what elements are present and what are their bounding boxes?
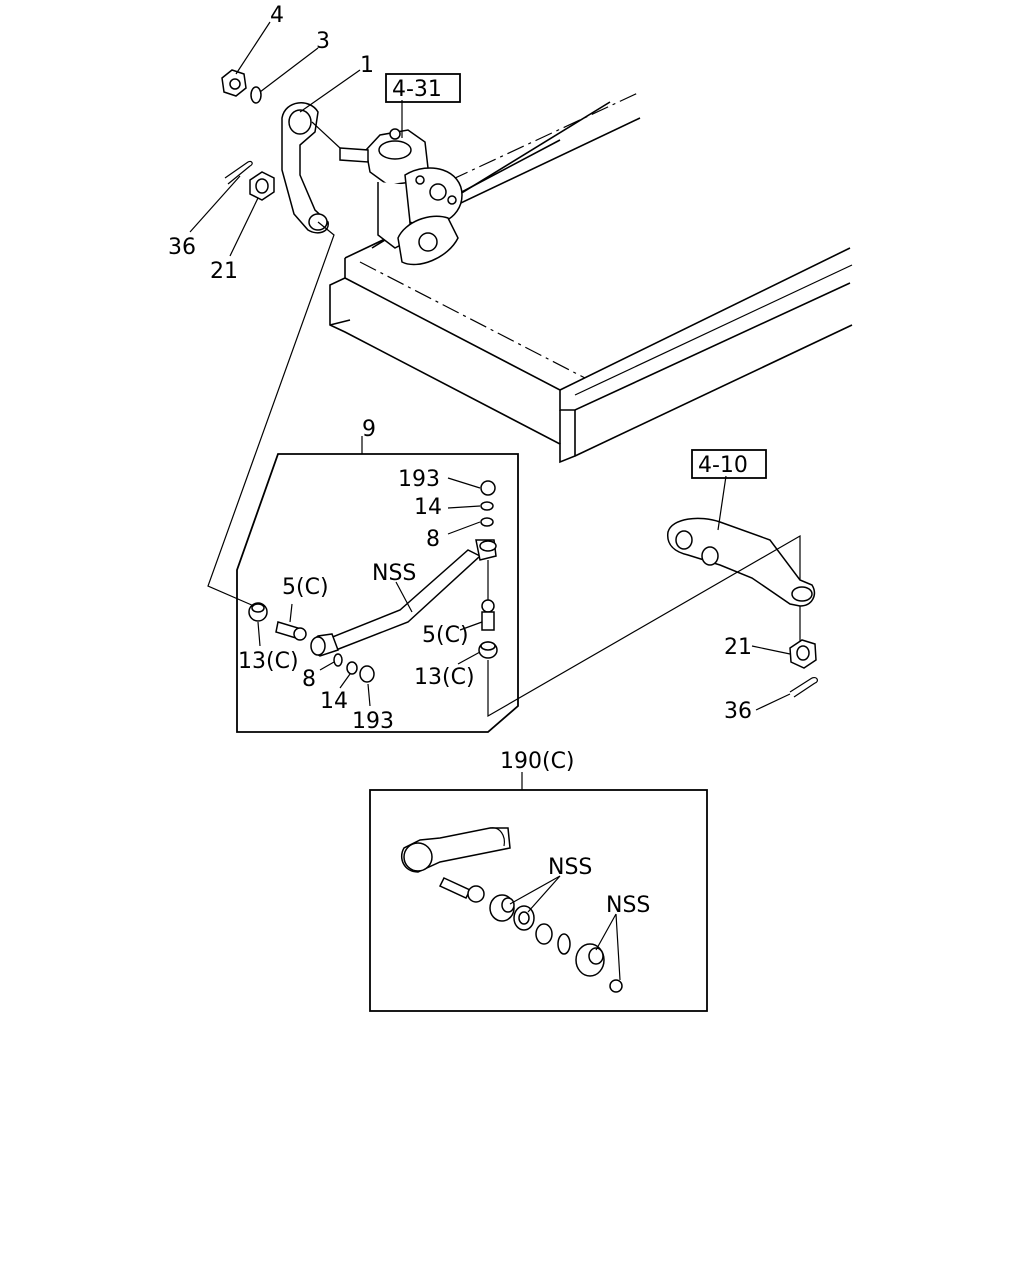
tie-rod-group-frame <box>236 453 519 733</box>
ball-stud-5c-left <box>275 621 307 641</box>
seal-14-top <box>480 501 494 511</box>
callout-193-top: 193 <box>398 467 440 492</box>
nut-21-top <box>249 171 275 201</box>
cotter-pin-36-top <box>224 160 253 185</box>
ref-box-4-10 <box>691 449 767 479</box>
callout-nss-rod: NSS <box>372 561 416 586</box>
callout-21-right: 21 <box>724 635 752 660</box>
callout-36-top: 36 <box>168 235 196 260</box>
idler-arm <box>667 517 816 607</box>
boot-13c-left <box>248 602 268 622</box>
nut-4 <box>221 69 247 97</box>
callout-3: 3 <box>316 29 330 54</box>
callout-nss-b: NSS <box>606 893 650 918</box>
callout-1: 1 <box>360 53 374 78</box>
bearing-kit <box>513 905 535 931</box>
pitman-arm <box>281 102 341 234</box>
callout-193-bottom: 193 <box>352 709 394 734</box>
callout-5c-left: 5(C) <box>282 575 329 600</box>
grease-nipple-193-bottom <box>359 665 375 683</box>
boot-13c-right <box>478 641 498 659</box>
washer-3 <box>250 86 262 104</box>
ref-label-4-31: 4-31 <box>392 77 442 102</box>
callout-13c-right: 13(C) <box>414 665 475 690</box>
nut-21-right <box>789 639 817 669</box>
leader-lines <box>189 21 791 981</box>
callout-14-top: 14 <box>414 495 442 520</box>
steering-gear-box <box>339 128 463 266</box>
ref-box-4-31 <box>385 73 461 103</box>
seal-14-bottom <box>346 661 358 675</box>
callout-8-top: 8 <box>426 527 440 552</box>
cotter-pin-36-right <box>789 677 818 698</box>
callout-190c: 190(C) <box>500 749 575 774</box>
o-ring-kit <box>557 933 571 955</box>
callout-13c-left: 13(C) <box>238 649 299 674</box>
callout-9: 9 <box>362 417 376 442</box>
callout-5c-right: 5(C) <box>422 623 469 648</box>
spring-kit <box>535 923 553 945</box>
callout-36-right: 36 <box>724 699 752 724</box>
connection-lines <box>207 221 801 718</box>
callout-4: 4 <box>270 3 284 28</box>
ring-8-top <box>480 517 494 527</box>
callout-14-bottom: 14 <box>320 689 348 714</box>
callout-8-bottom: 8 <box>302 667 316 692</box>
ball-joint-kit-frame <box>369 789 708 1012</box>
ref-label-4-10: 4-10 <box>698 453 748 478</box>
callout-21-top: 21 <box>210 259 238 284</box>
tie-rod <box>310 539 497 657</box>
cap-kit <box>575 943 605 977</box>
tie-rod-end <box>400 827 511 873</box>
ball-stud-kit <box>438 877 485 903</box>
grease-nipple-kit <box>609 979 623 993</box>
callout-nss-a: NSS <box>548 855 592 880</box>
ball-stud-5c-right <box>481 599 495 631</box>
grease-nipple-193-top <box>480 480 496 496</box>
ring-8-bottom <box>333 653 343 667</box>
seat-kit <box>489 894 515 922</box>
